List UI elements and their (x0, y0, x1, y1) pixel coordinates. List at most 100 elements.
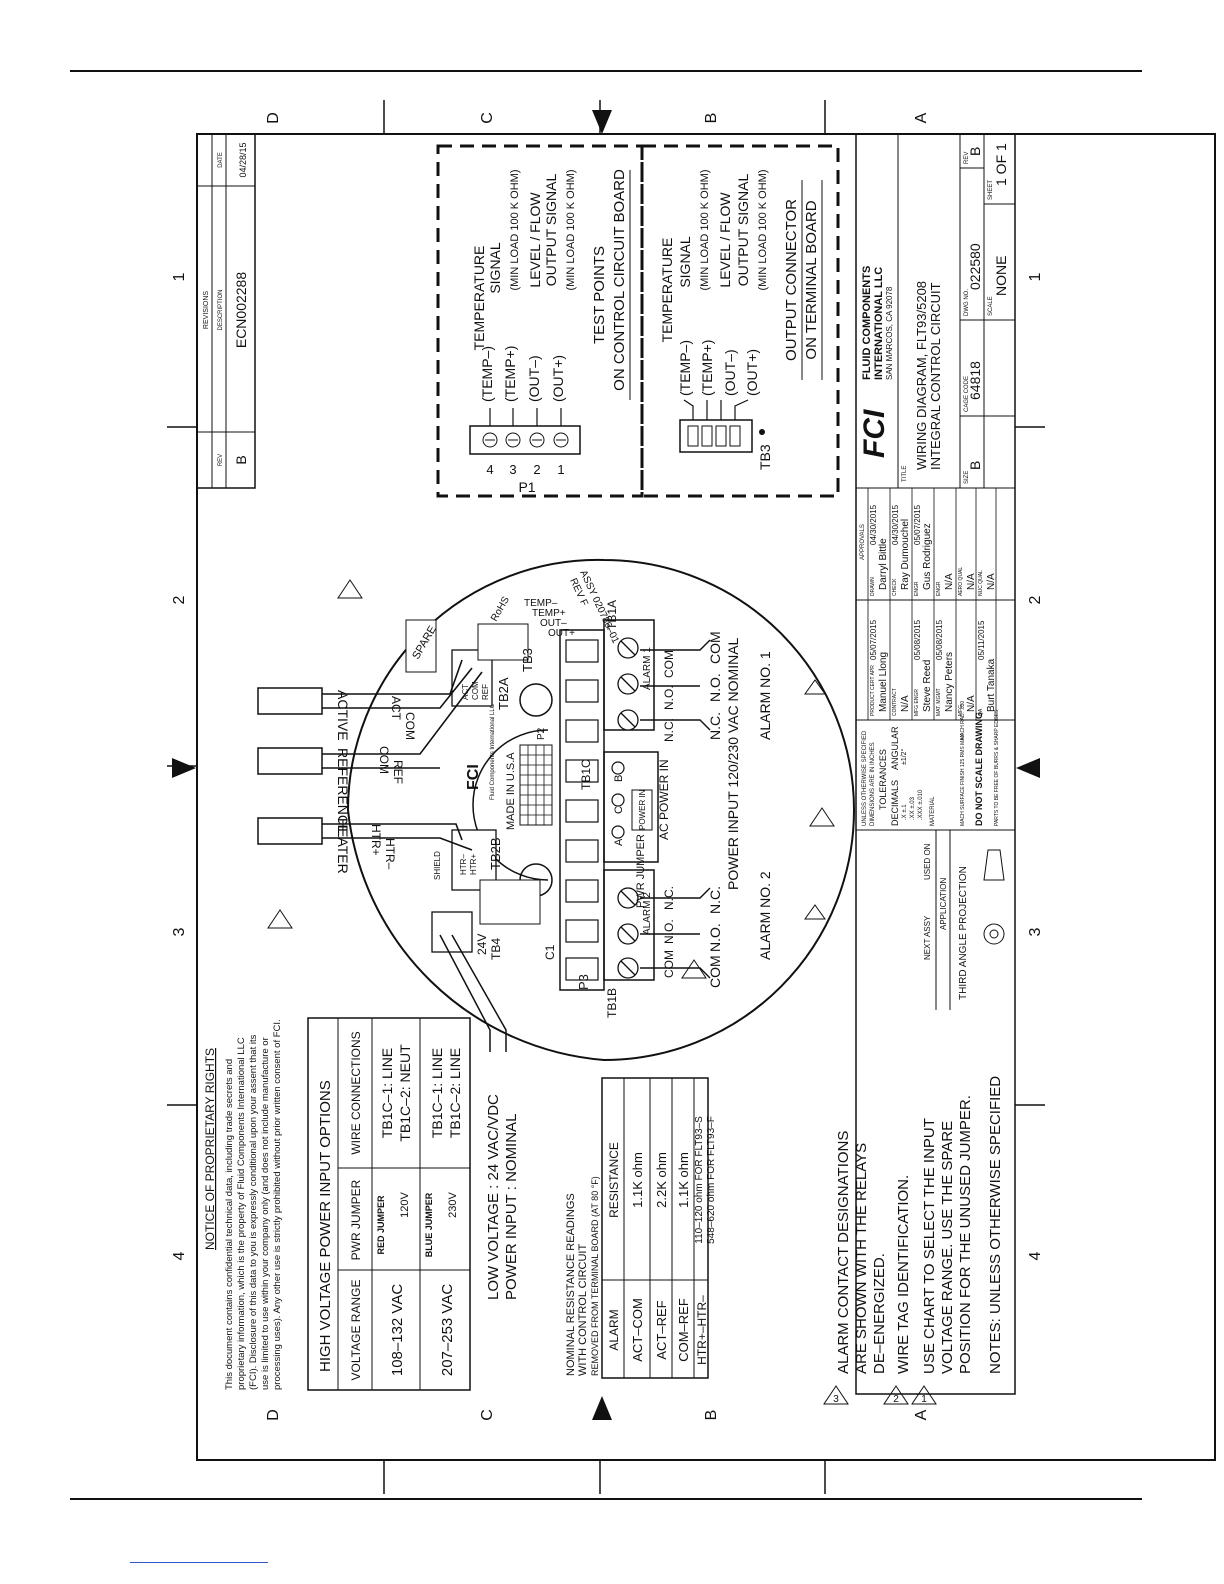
res-row-value-2: 548–620 ohm FOR FLT93–F (706, 1116, 717, 1244)
test-points-box (436, 144, 644, 498)
tb-used-on: USED ON (923, 843, 932, 880)
pwr-jumper-label: PWR JUMPER (635, 834, 647, 908)
projection-symbol (983, 923, 1005, 945)
proprietary-title: NOTICE OF PROPRIETARY RIGHTS (203, 1048, 217, 1250)
spare-jumper (405, 619, 437, 673)
tb-mfg-label: MFG (958, 705, 964, 716)
tb-drawn-date: 04/30/2015 (869, 504, 878, 545)
hv-row1-wire2: TB1C–2: NEUT (397, 1044, 413, 1142)
tb1c-pin-b: B (613, 775, 625, 782)
note1-line3: POSITION FOR THE UNUSED JUMPER. (957, 1095, 974, 1374)
reference-sensor (257, 747, 323, 775)
res-col-resistance: RESISTANCE (607, 1142, 621, 1218)
zone-letters-top: D C B A (265, 112, 930, 124)
tb-rev: B (967, 147, 983, 156)
signal-label: SIGNAL (487, 242, 503, 294)
hv-row1-jumper-val: 120V (399, 1191, 411, 1217)
res-row-value: 2.2K ohm (654, 1152, 669, 1208)
zone-number: 4 (171, 1251, 188, 1260)
output-connector-section: TB3 (TEMP–) (TEMP+) (OUT–) (OUT+) TEMPER… (659, 169, 823, 470)
note3-line3: DE–ENERGIZED. (871, 1253, 888, 1374)
tb-mach1: MACH SURFACE FINISH 125 RMS MAX (960, 733, 966, 826)
tb1b-label: TB1B (605, 988, 619, 1018)
relay2-com: COM (662, 950, 676, 978)
center-arrow-left (172, 758, 196, 778)
title-block: FLUID COMPONENTS INTERNATIONAL LLC SAN M… (855, 133, 1016, 1395)
tb2a-pin-com: COM (471, 681, 480, 700)
tb-engr-label: ENGR (914, 581, 920, 596)
res-col-alarm: ALARM (607, 1309, 621, 1350)
tb1c-label: TB1C (579, 759, 593, 790)
tb-tol1: UNLESS OTHERWISE SPECIFIED (862, 730, 868, 826)
tb-tol8: .XXX ±.010 (918, 789, 924, 820)
hv-options-table: HIGH VOLTAGE POWER INPUT OPTIONS VOLTAGE… (307, 1017, 471, 1391)
tb-rev-label: REV (964, 152, 970, 164)
note2: WIRE TAG IDENTIFICATION. (895, 1175, 912, 1374)
tb-burrs: PARTS TO BE FREE OF BURRS & SHARP EDGES (994, 709, 1000, 826)
test-points-subtitle: ON CONTROL CIRCUIT BOARD (611, 169, 628, 391)
tb3-temperature-label: TEMPERATURE (659, 238, 675, 343)
tb3-connector-label: TB3 (757, 444, 773, 470)
tb-company2: INTERNATIONAL LLC (873, 267, 885, 380)
tb-prod-name: Manuel Llong (878, 652, 889, 712)
tb-dwg-label: DWG NO. (964, 289, 970, 316)
header-rule (70, 70, 1142, 72)
tb-engr2-val: N/A (944, 573, 955, 590)
ext-relay1-com: COM (707, 631, 723, 664)
low-voltage-line2: POWER INPUT : NOMINAL (503, 1114, 520, 1300)
board-tb3 (477, 623, 529, 661)
proprietary-line: processing uses). Any other use is stric… (272, 1019, 283, 1390)
revisions-title: REVISIONS (203, 291, 210, 329)
tb-cage: 64818 (967, 361, 983, 400)
tb1b-block (603, 869, 655, 981)
tb3-signal-label: SIGNAL (677, 236, 693, 288)
p3-label: P3 (576, 974, 591, 990)
res-row-value: 110–120 ohm FOR FLT93–S (694, 1116, 705, 1244)
flag-3: 3 (833, 1394, 839, 1405)
tb-size-label: SIZE (964, 471, 970, 484)
tb3-min-load-2: (MIN LOAD 100 K OHM) (757, 169, 769, 290)
zone-ticks (167, 100, 1045, 1494)
proprietary-notice: NOTICE OF PROPRIETARY RIGHTS This docume… (203, 1019, 283, 1390)
tb-contract-label: CONTRACT (892, 688, 898, 716)
relay2-no: N.O. (662, 919, 676, 944)
low-voltage-line1: LOW VOLTAGE : 24 VAC/VDC (485, 1094, 502, 1300)
zone-number: 3 (171, 927, 188, 936)
tb-tol2: DIMENSIONS ARE IN INCHES (870, 742, 876, 826)
tb-engr-name: Gus Rodriguez (922, 523, 933, 590)
relay1-com: COM (662, 650, 676, 678)
p1-pin: 4 (486, 462, 493, 477)
tb-mach2: MACH RAD. .030 (960, 701, 966, 740)
tb2b-label: TB2B (488, 837, 503, 870)
footer-rule (70, 1498, 1142, 1500)
heater-sensor (257, 817, 323, 845)
external-labels: COM N.O. N.C. N.C. N.O. COM ALARM NO. 1 … (267, 579, 835, 988)
ext-relay2-no: N.O. (707, 923, 723, 952)
proprietary-line: use is limited to use within your compan… (260, 1037, 271, 1390)
tb-projection: THIRD ANGLE PROJECTION (958, 866, 969, 1000)
tb-qa-date: 05/11/2015 (977, 620, 986, 660)
center-arrow-bottom (592, 1396, 612, 1420)
output-connector-box (640, 144, 840, 498)
zone-number: 2 (1027, 595, 1044, 604)
hv-row1-jumper: RED JUMPER (376, 1195, 386, 1255)
wire-ref: REF (391, 760, 405, 784)
output-connector-subtitle: ON TERMINAL BOARD (803, 200, 820, 359)
note3-line1: ALARM CONTACT DESIGNATIONS (835, 1131, 852, 1374)
rohs-label: RoHS (489, 595, 512, 624)
p1-pin: 1 (557, 462, 564, 477)
tb3-signal-temp-minus: (TEMP–) (677, 340, 693, 396)
tb-size: B (967, 461, 983, 470)
p1-connector (469, 425, 581, 455)
tb3-output-signal: OUTPUT SIGNAL (735, 174, 751, 287)
tb-prod-label: PRODUCT CERT APR (870, 665, 876, 716)
hv-row2-range: 207–253 VAC (439, 1284, 456, 1376)
center-arrow-top (592, 110, 612, 134)
proprietary-line: (FCI). Disclosure of this data to you is… (248, 1034, 259, 1390)
revisions-col-rev: REV (218, 454, 224, 466)
heater-label: HEATER (335, 818, 351, 874)
p1-pin: 2 (533, 462, 540, 477)
tb3-signal-temp-plus: (TEMP+) (699, 340, 715, 396)
tb-tol9: ±1/2° (900, 748, 908, 765)
test-points-section: 4 3 2 1 P1 (TEMP–) (TEMP+) (OUT–) (OUT+)… (469, 169, 631, 495)
